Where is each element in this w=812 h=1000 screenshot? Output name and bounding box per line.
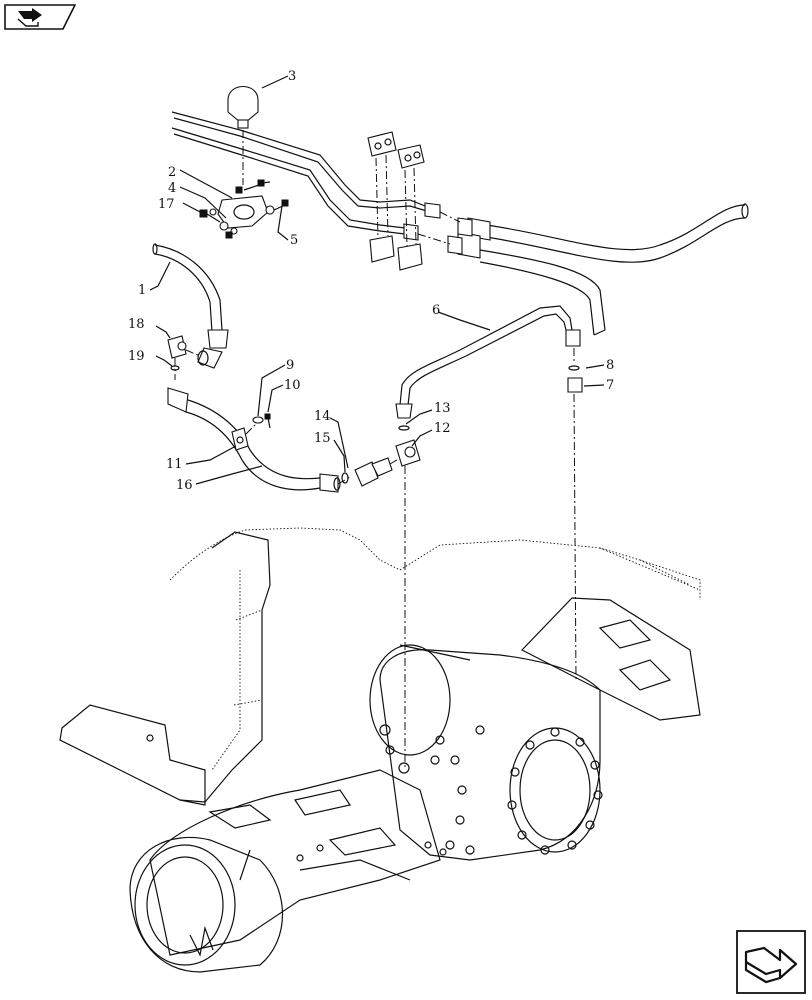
callout-12: 12 (434, 421, 451, 436)
callout-7: 7 (606, 378, 614, 393)
callout-15: 15 (314, 431, 331, 446)
accumulator (227, 86, 259, 185)
callout-leaders (149, 75, 605, 485)
elbow-fitting-14 (337, 457, 401, 487)
callout-8: 8 (606, 358, 614, 373)
housing-bolts (430, 725, 485, 855)
callout-5: 5 (290, 233, 298, 248)
callout-6: 6 (432, 303, 440, 318)
callout-16: 16 (176, 478, 193, 493)
callout-11: 11 (166, 457, 183, 472)
callout-18: 18 (128, 317, 145, 332)
callout-2: 2 (168, 165, 176, 180)
callout-9: 9 (286, 358, 294, 373)
tee-fitting-12 (395, 425, 421, 770)
forward-arrow-icon (17, 8, 42, 27)
callout-1: 1 (138, 283, 146, 298)
previous-page-button[interactable] (4, 4, 77, 30)
next-page-arrow-icon (744, 946, 798, 984)
callout-10: 10 (284, 378, 301, 393)
adapter-fitting-7-8 (567, 348, 583, 681)
hose-clip-11 (231, 427, 249, 451)
washer-bolt-9-10 (245, 413, 271, 435)
callout-3: 3 (288, 69, 296, 84)
long-hose (403, 202, 749, 336)
flange-bolts (507, 727, 603, 855)
axle-housing (129, 644, 603, 973)
rigid-pipes (171, 111, 431, 235)
rigid-pipe-6 (395, 305, 581, 419)
hose-16 (167, 387, 341, 493)
callout-labels: 3 2 4 17 5 1 18 19 6 8 7 9 10 13 12 14 1… (128, 69, 614, 493)
tee-fitting-18 (167, 335, 201, 380)
callout-17: 17 (158, 197, 175, 212)
hose-1 (152, 243, 229, 369)
clamp-bracket (199, 179, 289, 239)
callout-13: 13 (434, 401, 451, 416)
callout-14: 14 (314, 409, 331, 424)
callout-4: 4 (168, 181, 176, 196)
next-page-button[interactable] (736, 930, 806, 994)
callout-19: 19 (128, 349, 145, 364)
pipe-clamps (367, 131, 425, 271)
chassis-frame (59, 527, 701, 806)
